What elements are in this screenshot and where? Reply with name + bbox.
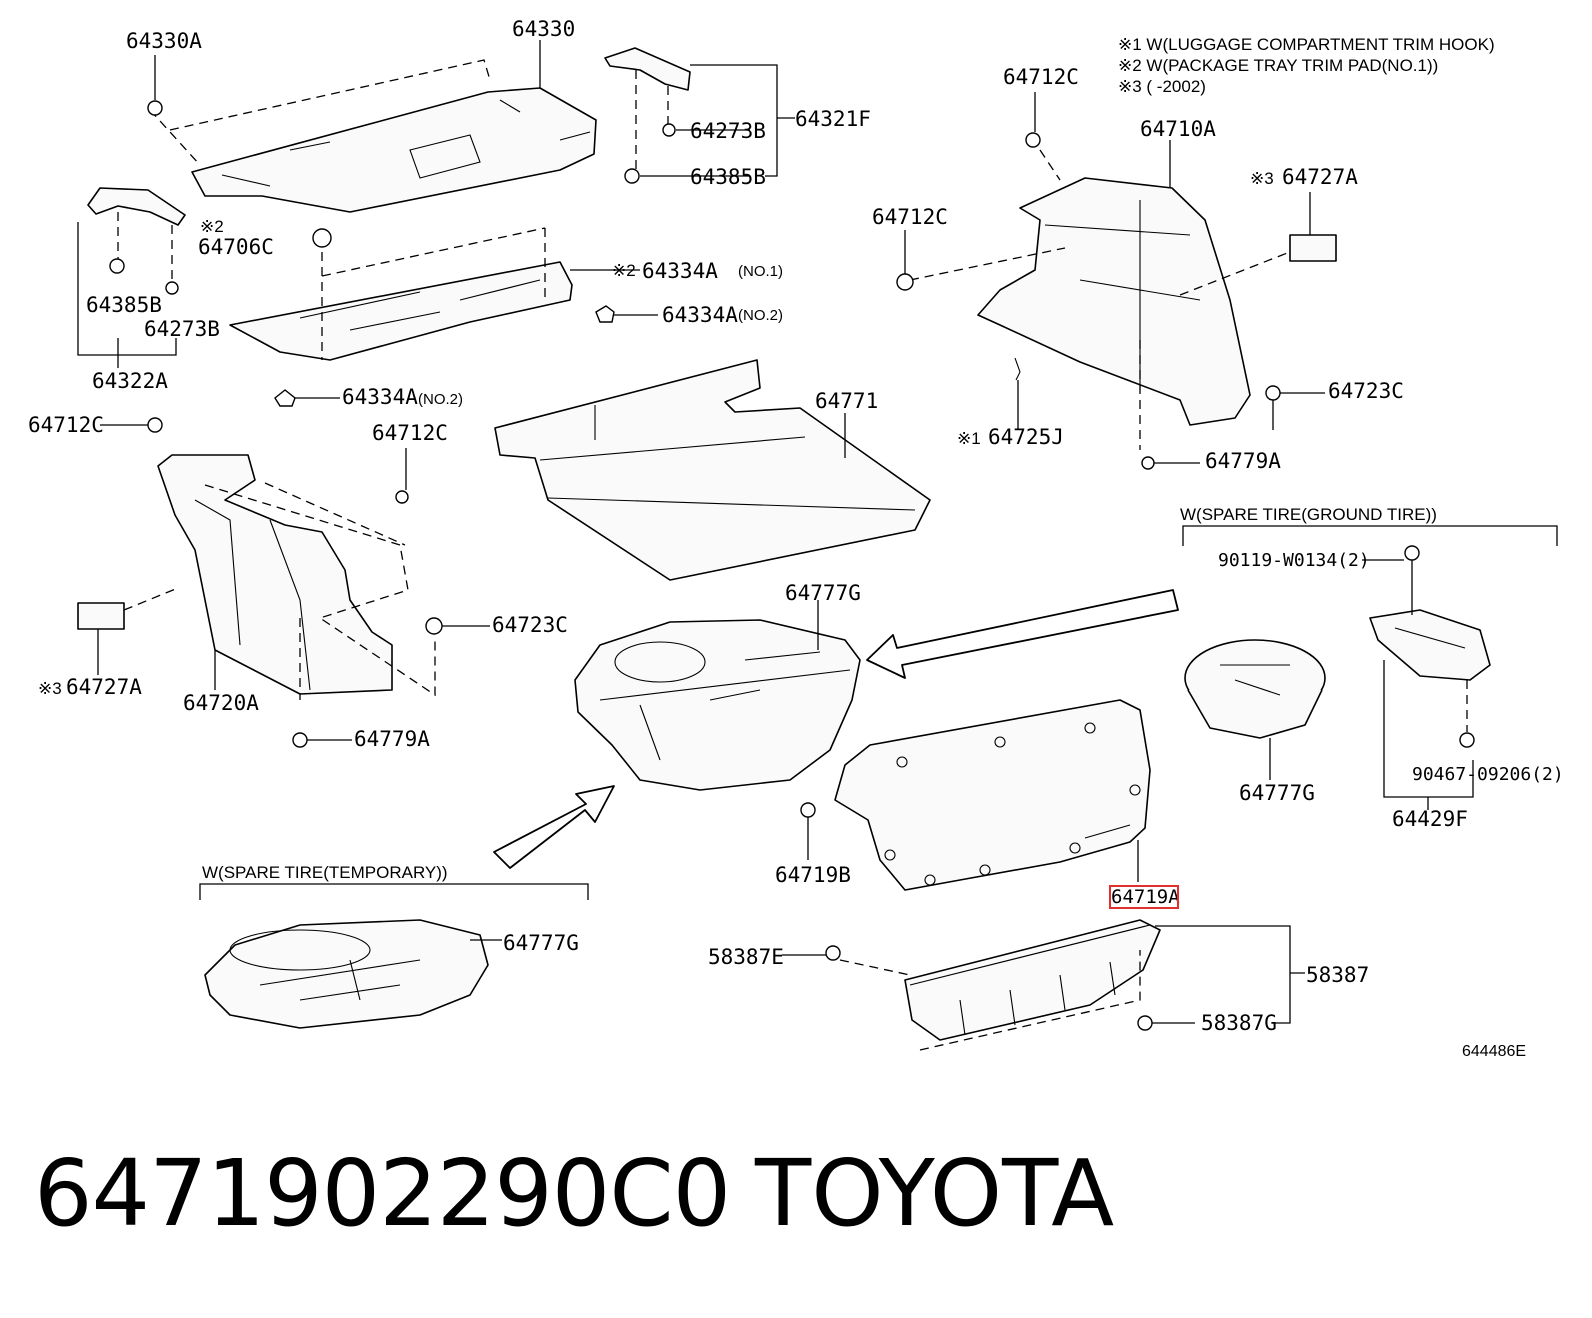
side-trim-64720A — [77, 417, 490, 748]
ground-tire-group — [1182, 525, 1558, 810]
label-64719B: 64719B — [775, 863, 851, 887]
diagram-id: 644486E — [1462, 1043, 1526, 1060]
label-64777G-bottom: 64777G — [503, 931, 579, 955]
temporary-tire-group — [199, 883, 589, 1029]
label-64273B-top: 64273B — [690, 119, 766, 143]
trim-pad-64334A — [229, 227, 658, 407]
label-64334A-no2-right: 64334A — [662, 303, 738, 327]
label-64779A-right: 64779A — [1205, 449, 1281, 473]
label-58387: 58387 — [1306, 963, 1369, 987]
label-64321F: 64321F — [795, 107, 871, 131]
label-64330A: 64330A — [126, 29, 202, 53]
label-58387E: 58387E — [708, 945, 784, 969]
suffix-64334A-no2-right: (NO.2) — [738, 307, 783, 324]
note-3: ※3 ( -2002) — [1118, 77, 1206, 96]
highlight-box-64719A — [1109, 885, 1179, 909]
label-90467: 90467-09206(2) — [1412, 764, 1564, 785]
label-64727A-left: 64727A — [66, 675, 142, 699]
label-64712C-right-mid: 64712C — [872, 205, 948, 229]
mark-64725J: ※1 — [957, 429, 981, 448]
label-64330: 64330 — [512, 17, 575, 41]
arrow-left — [866, 589, 1179, 679]
label-64720A: 64720A — [183, 691, 259, 715]
spare-tray-64777G — [574, 600, 861, 791]
group-ground-tire: W(SPARE TIRE(GROUND TIRE)) — [1180, 505, 1437, 524]
label-64719A: 64719A — [1111, 886, 1180, 908]
label-64777G-right: 64777G — [1239, 781, 1315, 805]
label-64712C-right-top: 64712C — [1003, 65, 1079, 89]
bracket-64321F — [604, 47, 795, 184]
suffix-64334A-no1: (NO.1) — [738, 263, 783, 280]
label-58387G: 58387G — [1201, 1011, 1277, 1035]
scuff-plate-58387 — [782, 919, 1305, 1051]
label-64334A-no1: 64334A — [642, 259, 718, 283]
lid-trim-64719A — [800, 699, 1151, 891]
label-64712C-mid: 64712C — [372, 421, 448, 445]
label-64429F: 64429F — [1392, 807, 1468, 831]
part-number-title: 6471902290C0 — [34, 1140, 731, 1247]
label-64322A: 64322A — [92, 369, 168, 393]
group-temporary-tire: W(SPARE TIRE(TEMPORARY)) — [202, 863, 448, 882]
note-1: ※1 W(LUGGAGE COMPARTMENT TRIM HOOK) — [1118, 35, 1495, 54]
label-64385B-top: 64385B — [690, 165, 766, 189]
label-64777G-center: 64777G — [785, 581, 861, 605]
mark-64727A-left: ※3 — [38, 679, 62, 698]
bracket-64322A — [77, 187, 186, 368]
side-trim-64710A — [896, 92, 1337, 470]
label-64385B-left: 64385B — [86, 293, 162, 317]
label-64334A-no2-left: 64334A — [342, 385, 418, 409]
label-64771: 64771 — [815, 389, 878, 413]
label-64710A: 64710A — [1140, 117, 1216, 141]
suffix-64334A-no2-left: (NO.2) — [418, 391, 463, 408]
brand-title: TOYOTA — [755, 1140, 1115, 1247]
label-64727A-right: 64727A — [1282, 165, 1358, 189]
label-64779A-left: 64779A — [354, 727, 430, 751]
arrow-up-right — [493, 785, 615, 869]
label-64712C-left: 64712C — [28, 413, 104, 437]
mat-64771 — [494, 359, 931, 581]
clip-64330A — [147, 55, 163, 116]
label-90119: 90119-W0134(2) — [1218, 550, 1370, 571]
mark-64334A-no1: ※2 — [612, 261, 636, 280]
label-64706C: 64706C — [198, 235, 274, 259]
label-64725J: 64725J — [988, 425, 1064, 449]
label-64723C-right: 64723C — [1328, 379, 1404, 403]
mark-64727A-right: ※3 — [1250, 169, 1274, 188]
label-64273B-left: 64273B — [144, 317, 220, 341]
note-2: ※2 W(PACKAGE TRAY TRIM PAD(NO.1)) — [1118, 56, 1438, 75]
mark-64706C: ※2 — [200, 217, 224, 236]
label-64723C-left: 64723C — [492, 613, 568, 637]
package-tray-64330 — [149, 40, 597, 213]
